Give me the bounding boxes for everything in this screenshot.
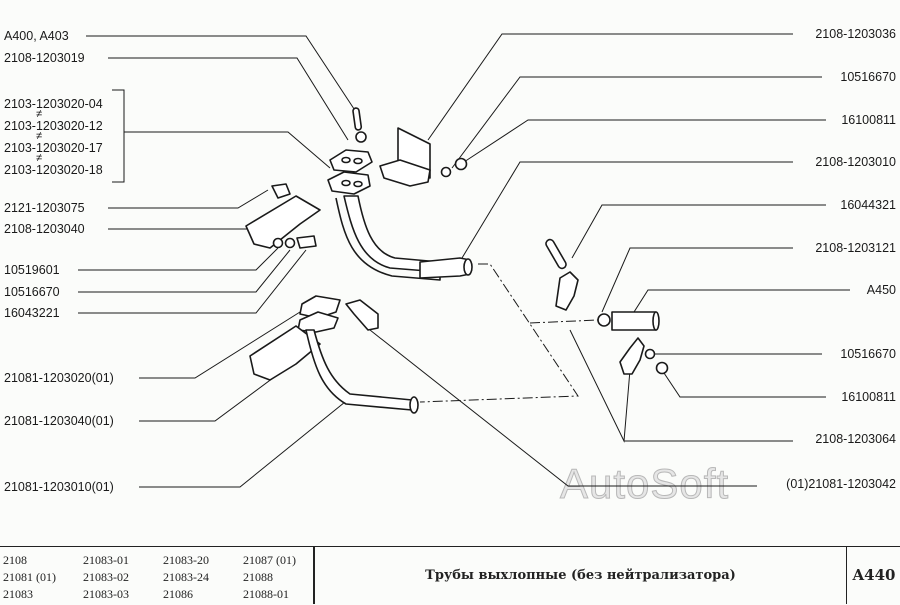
leader-2121-1203075 (108, 189, 269, 209)
label-21081-1203020: 21081-1203020(01) (4, 371, 114, 385)
model-cell: 21083-24 (163, 570, 209, 584)
washer-part (272, 237, 284, 249)
leader-10519601 (78, 247, 279, 271)
leader-a400 (86, 35, 361, 119)
exploded-parts-drawing (78, 33, 850, 488)
parts (245, 107, 669, 414)
page-title: Трубы выхлопные (без нейтрализатора) (425, 568, 736, 583)
label-16043221: 16043221 (4, 306, 60, 320)
clamp-half-part (555, 271, 579, 311)
leader-2108-1203019 (108, 57, 349, 141)
label-gasket-12: 2103-1203020-12 (4, 119, 103, 133)
label-gasket-04: 2103-1203020-04 (4, 97, 103, 111)
model-cell: 21086 (163, 587, 193, 601)
front-pipe-part (343, 195, 441, 273)
leader-21081-1203010 (139, 401, 346, 488)
nut-part (655, 361, 669, 375)
model-cell: 21088-01 (243, 587, 289, 601)
model-cell: 2108 (3, 553, 27, 567)
model-cell: 21087 (01) (243, 553, 296, 567)
model-cell: 21083 (3, 587, 33, 601)
label-16044321: 16044321 (840, 198, 896, 212)
washer-part (644, 348, 656, 360)
label-gasket-18: 2103-1203020-18 (4, 163, 103, 177)
footer-divider (313, 546, 315, 604)
leader-gaskets (124, 131, 331, 169)
leader-21081-1203020 (139, 311, 301, 379)
pipe-end (409, 396, 419, 414)
bushing-part (597, 313, 611, 327)
pipe-a450-part (611, 311, 657, 331)
label-2108-1203036: 2108-1203036 (815, 27, 896, 41)
nut-part (355, 131, 367, 143)
stud-part (352, 107, 363, 131)
label-gasket-17: 2103-1203020-17 (4, 141, 103, 155)
washer-part (440, 166, 452, 178)
leader-2108-1203036 (427, 33, 793, 141)
centerline (419, 263, 579, 403)
leader-lines (78, 33, 850, 488)
watermark-autosoft: AutoSoft (559, 460, 730, 508)
nut-part (454, 157, 468, 171)
label-21081-1203042: (01)21081-1203042 (786, 477, 896, 491)
model-cell: 21083-03 (83, 587, 129, 601)
label-21081-1203010: 21081-1203010(01) (4, 480, 114, 494)
lower-pipe-part (305, 329, 413, 411)
clamp-part (379, 159, 431, 187)
leader-16100811-r2 (661, 369, 826, 398)
gasket-part (327, 171, 371, 195)
label-a400-a403: A400, A403 (4, 29, 69, 43)
label-10519601: 10519601 (4, 263, 60, 277)
label-16100811-top: 16100811 (841, 113, 896, 127)
label-10516670-right-top: 10516670 (840, 70, 896, 84)
model-cell: 21083-01 (83, 553, 129, 567)
clamp-half-part (619, 337, 645, 375)
footer-table (0, 546, 900, 605)
gasket-bracket (112, 89, 125, 183)
leader-a450 (633, 289, 850, 313)
model-cell: 21083-02 (83, 570, 129, 584)
model-cell: 21081 (01) (3, 570, 56, 584)
pipe-coupling (419, 257, 471, 279)
label-2121-1203075: 2121-1203075 (4, 201, 85, 215)
label-2108-1203019: 2108-1203019 (4, 51, 85, 65)
section-code: A440 (852, 566, 896, 584)
washer-part (284, 237, 296, 249)
bracket-2108-1203040-part (245, 195, 321, 249)
leader-16044321 (571, 204, 826, 259)
leader-2108-1203064 (569, 329, 793, 443)
bolt-16044321-part (545, 238, 567, 270)
model-cell: 21088 (243, 570, 273, 584)
flange-part (299, 295, 341, 319)
bolt-part (296, 235, 317, 249)
label-2108-1203064: 2108-1203064 (815, 432, 896, 446)
clamp-lower-part (345, 299, 379, 331)
leader-2108-1203121 (601, 247, 793, 313)
bracket-lower-part (249, 325, 321, 381)
leader-16100811-r1 (463, 119, 826, 163)
leader-16043221 (78, 249, 307, 314)
label-2108-1203010: 2108-1203010 (815, 155, 896, 169)
leader-2108-1203010 (461, 161, 793, 259)
label-10516670-right-bottom: 10516670 (840, 347, 896, 361)
gasket-part (329, 149, 373, 173)
not-equal-symbol: ≠ (36, 108, 43, 120)
leader-10516670-r1 (451, 76, 822, 169)
leader-21081-1203042 (369, 329, 757, 487)
label-16100811-bottom: 16100811 (841, 390, 896, 404)
label-a450: A450 (866, 283, 896, 297)
footer-divider (846, 546, 847, 604)
label-10516670-left: 10516670 (4, 285, 60, 299)
leader-10516670-left (78, 249, 291, 293)
not-equal-symbol: ≠ (36, 130, 43, 142)
label-21081-1203040: 21081-1203040(01) (4, 414, 114, 428)
not-equal-symbol: ≠ (36, 152, 43, 164)
label-2108-1203040: 2108-1203040 (4, 222, 85, 236)
centerline (529, 319, 599, 324)
label-2108-1203121: 2108-1203121 (815, 241, 896, 255)
model-cell: 21083-20 (163, 553, 209, 567)
bracket-2121-part (271, 183, 291, 199)
